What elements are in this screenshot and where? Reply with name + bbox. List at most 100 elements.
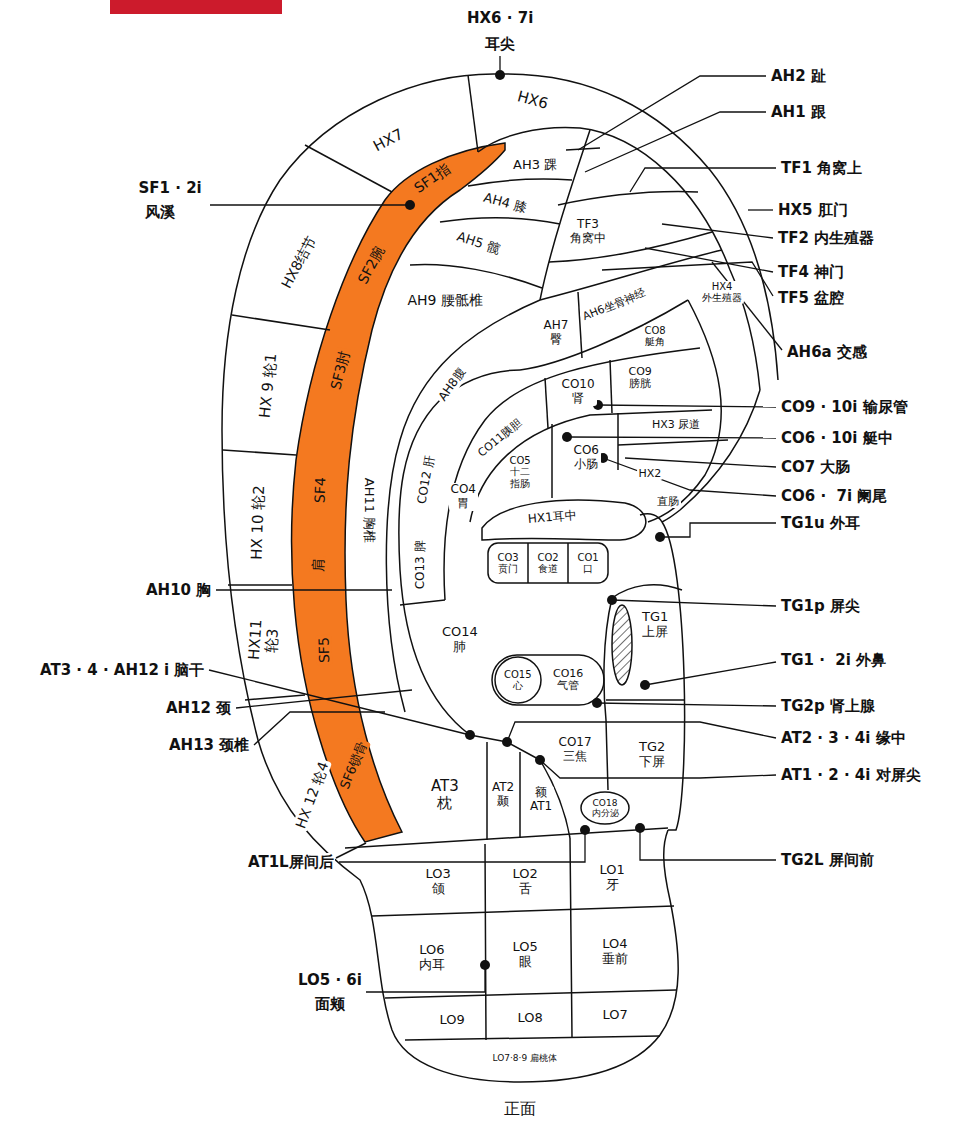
leader-line bbox=[598, 405, 776, 407]
region-line bbox=[549, 232, 712, 262]
leader-line bbox=[748, 209, 773, 210]
point-dot bbox=[405, 200, 415, 210]
callout-label: AT1L屏间后 bbox=[247, 853, 335, 871]
leader-line bbox=[603, 458, 776, 496]
region-circle bbox=[495, 657, 541, 703]
region-text: 舌 bbox=[513, 882, 538, 897]
callout-label: 耳尖 bbox=[484, 35, 516, 53]
callout-label: SF1 · 2i bbox=[138, 179, 203, 197]
region-line bbox=[400, 600, 445, 605]
region-text: CO4 bbox=[451, 483, 476, 497]
region-text: 枕 bbox=[431, 795, 459, 812]
ear-region: TG2下屏 bbox=[637, 740, 667, 770]
ear-region: AH6坐骨神经 bbox=[579, 286, 649, 324]
point-dot bbox=[607, 595, 617, 605]
region-text: 颞 bbox=[492, 795, 514, 809]
ear-region: AH8腹 bbox=[435, 364, 470, 405]
region-text: HX6 bbox=[515, 88, 550, 113]
leader-line bbox=[712, 262, 782, 350]
ear-region: CO13 脾 bbox=[413, 538, 427, 591]
region-line bbox=[232, 315, 330, 330]
callout-label: TG2p 肾上腺 bbox=[780, 697, 876, 715]
leader-line bbox=[597, 703, 776, 706]
leader-line bbox=[209, 670, 470, 735]
callout-label: HX6 · 7i bbox=[466, 9, 534, 27]
ear-region: CO14肺 bbox=[440, 625, 480, 655]
region-text: AT1 bbox=[530, 800, 552, 814]
point-dot bbox=[640, 680, 650, 690]
callout-label: TG1 · 2i 外鼻 bbox=[780, 651, 887, 669]
region-text: LO6 bbox=[419, 943, 445, 958]
region-text: 下屏 bbox=[639, 755, 665, 770]
caption: 正面 bbox=[503, 1099, 537, 1118]
region-text: 心 bbox=[504, 680, 532, 692]
region-text: HX2 bbox=[639, 468, 662, 481]
region-line bbox=[336, 843, 366, 858]
callout-label: CO9 · 10i 输尿管 bbox=[780, 398, 909, 416]
region-line bbox=[578, 292, 582, 358]
point-dot bbox=[592, 698, 602, 708]
ear-region: HX11轮3 bbox=[245, 616, 283, 663]
region-text: HX4 bbox=[702, 281, 742, 293]
region-text: HX 12 轮4 bbox=[292, 760, 331, 831]
ear-region: CO5十二 指肠 bbox=[508, 455, 533, 490]
callout-label: AH6a 交感 bbox=[786, 343, 868, 361]
callout-label: TF4 神门 bbox=[777, 263, 845, 281]
ear-region: LO2舌 bbox=[511, 867, 540, 897]
region-line bbox=[545, 378, 548, 428]
region-text: AH11 胸椎 bbox=[361, 477, 376, 542]
ear-region: AH11 胸椎 bbox=[361, 475, 376, 544]
region-text: LO9 bbox=[440, 1013, 465, 1028]
region-text: 内耳 bbox=[419, 958, 445, 973]
region-text: TG2 bbox=[639, 740, 665, 755]
ear-region: AT2颞 bbox=[490, 781, 516, 809]
callout-label: AT1 · 2 · 4i 对屏尖 bbox=[780, 766, 922, 784]
ear-region: SF5 bbox=[315, 635, 332, 665]
region-text: CO5 bbox=[510, 455, 531, 467]
red-bar bbox=[110, 0, 282, 14]
callout-label: LO7·8·9 扁桃体 bbox=[492, 1053, 559, 1064]
region-box bbox=[492, 655, 604, 705]
ear-region: CO6小肠 bbox=[572, 444, 601, 472]
ear-region: AT3枕 bbox=[429, 778, 461, 813]
ear-region: CO16气管 bbox=[551, 668, 585, 693]
ear-region: CO3贲门 bbox=[496, 552, 521, 575]
leader-line bbox=[612, 600, 776, 606]
region-text: 眼 bbox=[513, 955, 538, 970]
leader-line bbox=[499, 56, 500, 70]
region-text: AH3 踝 bbox=[513, 158, 557, 173]
scapha-band bbox=[292, 143, 505, 842]
leader-line bbox=[339, 830, 585, 862]
callout-label: TG1u 外耳 bbox=[780, 514, 861, 532]
callout-label: HX5 肛门 bbox=[777, 201, 849, 219]
region-text: CO13 脾 bbox=[413, 540, 427, 589]
region-text: 肩 bbox=[310, 558, 326, 572]
region-text: TF3 bbox=[570, 218, 606, 232]
region-text: HX11 bbox=[245, 618, 265, 660]
ear-region: LO9 bbox=[438, 1013, 467, 1028]
region-text: CO12 肝 bbox=[415, 455, 437, 506]
region-text: LO7 bbox=[603, 1008, 628, 1023]
callout-label: TG2L 屏间前 bbox=[780, 851, 875, 869]
region-text: AH7 bbox=[544, 319, 569, 333]
callout-label: AT2 · 3 · 4i 缘中 bbox=[780, 729, 907, 747]
region-text: CO18 bbox=[592, 798, 619, 808]
point-dot bbox=[562, 432, 572, 442]
callout-label: AH2 趾 bbox=[770, 67, 827, 85]
region-line bbox=[468, 179, 572, 186]
ear-region: LO7 bbox=[601, 1008, 630, 1023]
region-text: 十二 指肠 bbox=[510, 466, 531, 489]
region-text: 臀 bbox=[544, 333, 569, 347]
callout-label: TG1p 屏尖 bbox=[780, 597, 861, 615]
region-text: 额 bbox=[530, 786, 552, 800]
region-text: CO15 bbox=[504, 669, 532, 681]
region-line bbox=[606, 699, 684, 701]
region-text: 外生殖器 bbox=[702, 292, 742, 304]
leader-line bbox=[602, 262, 773, 296]
leader-line bbox=[507, 722, 776, 742]
ear-region: HX3 尿道 bbox=[650, 419, 702, 432]
region-text: HX8结节 bbox=[278, 233, 319, 291]
ear-region: CO18内分泌 bbox=[590, 798, 621, 819]
antitragus-rim bbox=[470, 735, 540, 760]
ear-region: HX8结节 bbox=[277, 231, 320, 292]
